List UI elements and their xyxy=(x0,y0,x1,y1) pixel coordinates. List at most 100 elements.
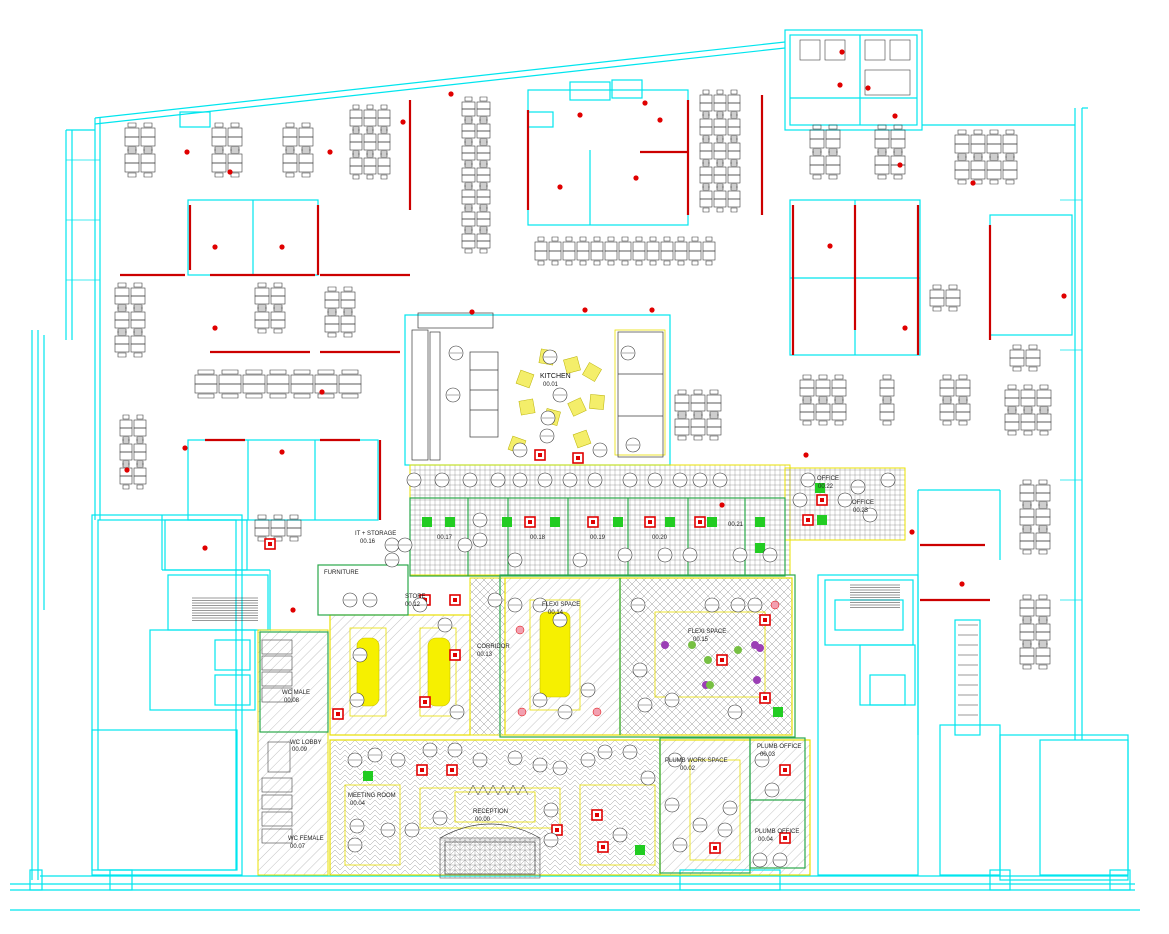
chair xyxy=(1038,503,1048,509)
desk xyxy=(1019,623,1035,633)
pink-dot xyxy=(517,707,527,717)
desk xyxy=(831,379,847,389)
chair xyxy=(1023,384,1033,390)
red-dot xyxy=(212,325,218,331)
chair xyxy=(730,113,738,119)
desk xyxy=(815,379,831,389)
chair xyxy=(709,435,719,441)
red-dot xyxy=(642,100,648,106)
chair xyxy=(343,310,353,316)
chair xyxy=(973,155,983,161)
chair xyxy=(705,236,713,242)
chair xyxy=(1007,430,1017,436)
code-corridor: 00.13 xyxy=(477,652,493,658)
chair xyxy=(565,260,573,266)
code-it-store: 00.16 xyxy=(360,539,376,545)
desk xyxy=(699,118,713,128)
desk xyxy=(377,117,391,127)
desk xyxy=(461,167,476,176)
desk xyxy=(890,129,906,140)
chair xyxy=(317,369,335,375)
desk xyxy=(674,418,690,428)
desk xyxy=(1019,607,1035,617)
chair xyxy=(551,260,559,266)
desk xyxy=(363,141,377,151)
desk xyxy=(476,167,491,176)
desk xyxy=(713,198,727,208)
desk xyxy=(266,383,290,394)
desk xyxy=(690,418,706,428)
chair xyxy=(230,172,240,178)
code-plumb-office-2: 00.04 xyxy=(758,837,774,843)
desk xyxy=(660,250,674,261)
chair xyxy=(285,122,295,128)
chair xyxy=(1038,549,1048,555)
desk xyxy=(476,123,491,132)
code-flexi-15: 00.15 xyxy=(693,637,709,643)
red-square-core xyxy=(538,453,542,457)
chair xyxy=(1022,479,1032,485)
red-square-core xyxy=(713,846,717,850)
desk xyxy=(699,94,713,104)
code-office-23: 00.23 xyxy=(853,508,869,514)
chair xyxy=(828,124,838,130)
chair xyxy=(1023,408,1033,414)
desk xyxy=(727,94,741,104)
desk xyxy=(831,403,847,413)
desk xyxy=(939,411,955,421)
red-dot xyxy=(279,244,285,250)
chair xyxy=(133,282,143,288)
chair xyxy=(214,122,224,128)
desk xyxy=(340,299,356,309)
chair xyxy=(1028,344,1038,350)
desk xyxy=(879,403,895,413)
desk xyxy=(799,403,815,413)
desk xyxy=(727,166,741,176)
chair xyxy=(663,236,671,242)
desk xyxy=(254,287,270,297)
red-dot xyxy=(719,502,725,508)
chair xyxy=(143,172,153,178)
desk xyxy=(254,519,270,529)
red-dot xyxy=(649,307,655,313)
desk xyxy=(461,108,476,117)
desk xyxy=(799,387,815,397)
desk xyxy=(476,101,491,110)
desk xyxy=(124,162,140,173)
chair xyxy=(269,393,287,399)
chair xyxy=(621,236,629,242)
desk xyxy=(1002,143,1018,154)
red-dot xyxy=(839,49,845,55)
chair xyxy=(352,174,360,180)
desk xyxy=(534,250,548,261)
chair xyxy=(273,306,283,312)
label-wc-lobby: WC LOBBY xyxy=(290,740,322,746)
desk xyxy=(130,311,146,321)
chair xyxy=(893,150,903,156)
desk xyxy=(831,411,847,421)
desk xyxy=(954,143,970,154)
chair xyxy=(273,282,283,288)
desk xyxy=(618,250,632,261)
chair xyxy=(380,128,388,134)
chair xyxy=(327,286,337,292)
desk xyxy=(298,162,314,173)
desk xyxy=(674,241,688,252)
desk xyxy=(713,118,727,128)
desk xyxy=(349,133,363,143)
chair xyxy=(621,260,629,266)
red-dot xyxy=(633,175,639,181)
desk xyxy=(590,241,604,252)
desk xyxy=(727,142,741,152)
chair xyxy=(301,122,311,128)
chair xyxy=(1022,527,1032,533)
desk xyxy=(954,160,970,171)
desk xyxy=(194,383,218,394)
room-labels: KITCHEN 00.01 IT + STORAGE 00.16 00.17 0… xyxy=(282,373,874,850)
chair xyxy=(877,124,887,130)
desk xyxy=(114,295,130,305)
desk xyxy=(879,387,895,397)
chair xyxy=(579,260,587,266)
code-room-18: 00.18 xyxy=(530,535,546,541)
desk xyxy=(799,411,815,421)
